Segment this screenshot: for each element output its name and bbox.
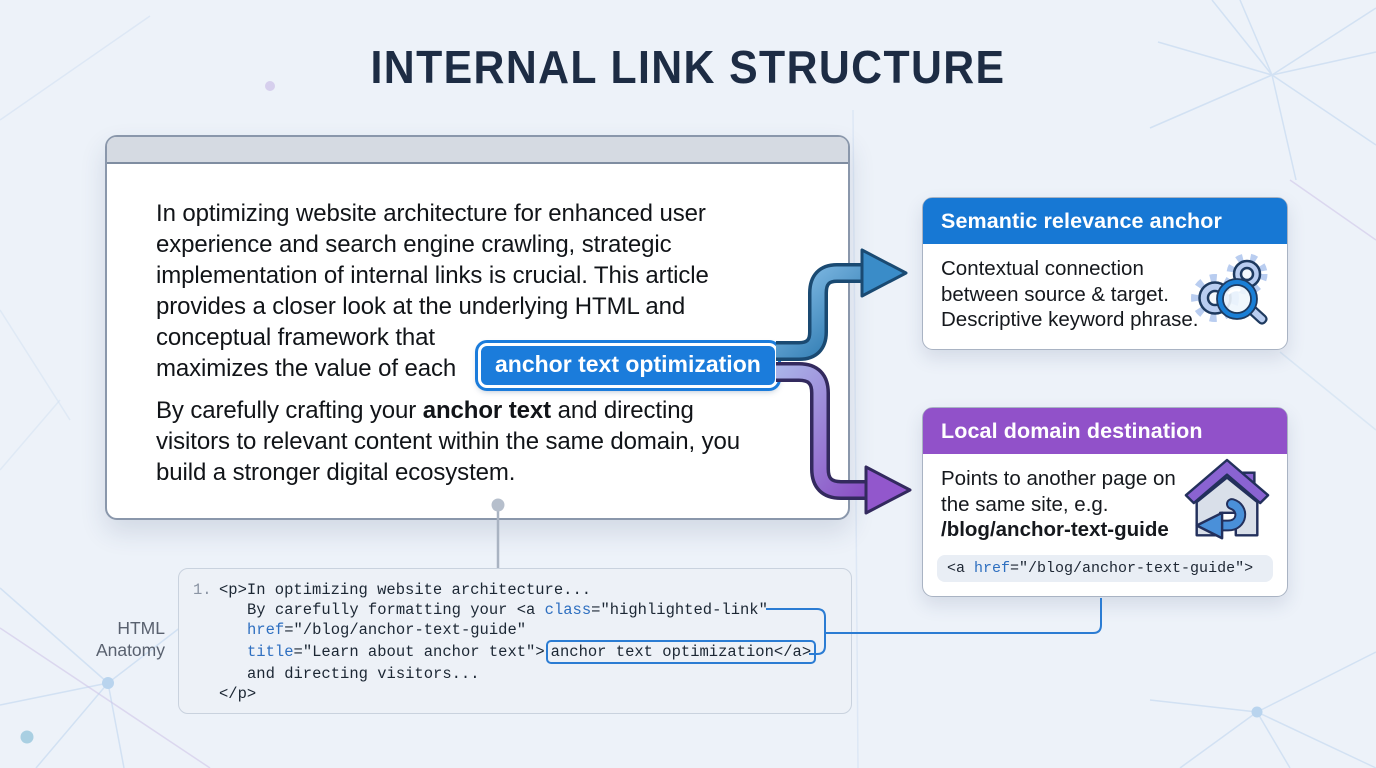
text-line: provides a closer look at the underlying… [156,293,686,320]
article-paragraph-2: By carefully crafting your anchor text a… [156,395,740,488]
anchor-text-bold: anchor text [422,397,552,424]
line-number: 1. [193,581,212,599]
text-line: conceptual framework that [156,324,435,351]
article-paragraph-1: In optimizing website architecture for e… [156,198,709,384]
html-code-panel: 1.<p>In optimizing website architecture.… [178,568,852,714]
code-line-3: href="/blog/anchor-text-guide" [247,621,527,639]
highlighted-anchor-code: anchor text optimization</a> [545,640,817,664]
text-line: In optimizing website architecture for e… [156,200,706,227]
text-line: build a stronger digital ecosystem. [156,459,516,486]
href-code-chip: <a href="/blog/anchor-text-guide"> [937,555,1273,582]
text-line: Contextual connection [941,257,1144,280]
local-path-text: /blog/anchor-text-guide [941,518,1169,541]
callout-local-title: Local domain destination [923,408,1287,454]
href-keyword: href [974,560,1011,577]
code-line-5: and directing visitors... [247,665,480,683]
anchor-text-chip-label: anchor text optimization [495,351,761,377]
callout-semantic-body: Contextual connection between source & t… [923,244,1287,333]
callout-local-body: Points to another page on the same site,… [923,454,1287,543]
text-line: between source & target. [941,282,1169,306]
code-line-4: title="Learn about anchor text">anchor t… [179,640,851,664]
text-line: experience and search engine crawling, s… [156,231,672,258]
callout-semantic-title: Semantic relevance anchor [923,198,1287,244]
page-title: INTERNAL LINK STRUCTURE [370,41,1006,93]
text-line: implementation of internal links is cruc… [156,262,709,289]
anchor-text-chip[interactable]: anchor text optimization [478,343,778,388]
browser-titlebar [107,137,848,164]
html-anatomy-label: HTML Anatomy [95,618,165,660]
text-line: By carefully crafting your anchor text a… [156,397,694,424]
callout-local-domain: Local domain destination Points to anoth… [922,407,1288,597]
text-line: visitors to relevant content within the … [156,428,741,455]
text-line: maximizes the value of each [156,355,457,382]
code-line-1: 1.<p>In optimizing website architecture.… [193,581,592,599]
text-line: Points to another page on [941,467,1176,490]
callout-semantic-relevance: Semantic relevance anchor Contextual con… [922,197,1288,350]
code-line-6: </p> [219,685,257,703]
text-line: Descriptive keyword phrase. [941,308,1199,331]
code-line-2: By carefully formatting your <a class="h… [247,601,768,619]
browser-window: In optimizing website architecture for e… [105,135,850,520]
text-line: the same site, e.g. [941,492,1109,516]
